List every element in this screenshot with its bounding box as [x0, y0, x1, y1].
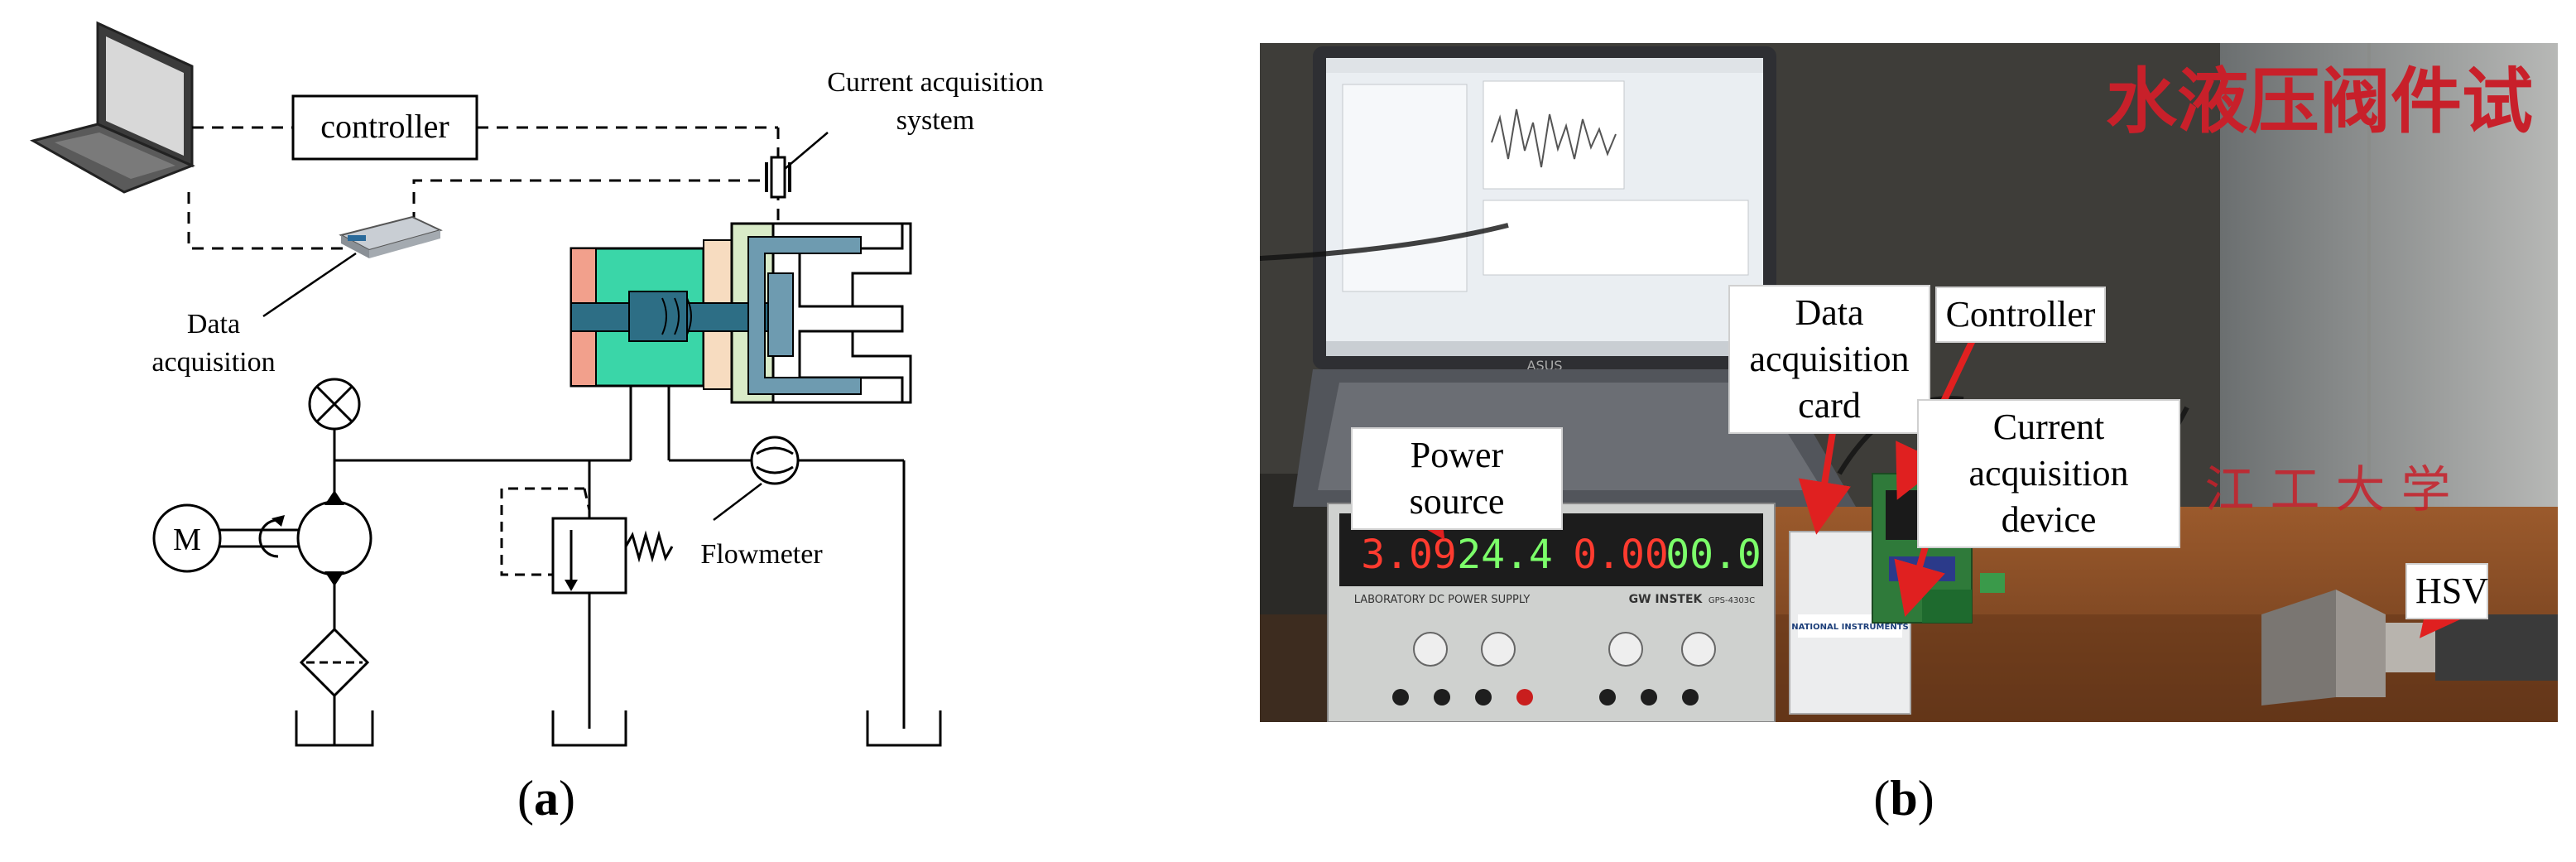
daq-brand: NATIONAL INSTRUMENTS [1791, 623, 1908, 632]
schematic-panel: controller Current acquisition system [0, 0, 1225, 862]
wall-characters: 水液压阀件试 [2106, 60, 2533, 143]
filter-symbol [299, 627, 370, 698]
wall [2220, 43, 2558, 556]
caption-b-letter: b [1890, 771, 1918, 826]
psu-display-3: 0.00 [1573, 532, 1669, 578]
motor-symbol [152, 503, 222, 573]
current-sensor-symbol [765, 132, 829, 199]
hydraulic-lines [333, 386, 906, 745]
callout-data-card-text-1: Data [1795, 292, 1864, 333]
callout-current-device-text-1: Current acquisition [1968, 407, 2129, 494]
callout-hsv: HSV [2405, 563, 2488, 619]
controller-box [291, 94, 478, 161]
psu-model: GPS-4303C [1709, 596, 1755, 605]
caption-a: (a) [517, 771, 575, 826]
caption-b: (b) [1873, 771, 1934, 826]
laptop-photo: ASUS [1293, 46, 1856, 507]
power-supply-photo: 3.09 24.4 0.00 00.0 LABORATORY DC POWER … [1327, 503, 1776, 722]
daq-device-icon [339, 215, 443, 258]
hydraulic-schematic: controller Current acquisition system [30, 21, 1044, 747]
flowmeter-symbol [713, 436, 800, 521]
psu-display-2: 24.4 [1457, 532, 1553, 578]
callout-controller: Controller [1935, 287, 2106, 343]
callout-data-card: Data acquisition card [1728, 285, 1930, 434]
laptop-icon [30, 21, 195, 194]
callout-power-source: Power source [1351, 427, 1563, 530]
flowmeter-label: Flowmeter [700, 539, 823, 570]
current-acquisition-label-2: system [896, 105, 974, 136]
relief-valve-symbol [500, 487, 674, 595]
callout-data-card-text-2: acquisition card [1749, 339, 1910, 426]
callout-power-source-text: Power source [1409, 435, 1505, 522]
data-acquisition-label-1: Data [187, 309, 240, 340]
data-acquisition-label-2: acquisition [151, 347, 275, 378]
signal-lines [187, 126, 780, 250]
daq-leader-line [262, 252, 357, 318]
controller-label: controller [320, 108, 449, 145]
psu-display-4: 00.0 [1665, 532, 1761, 578]
callout-controller-text: Controller [1945, 294, 2096, 335]
photo-panel: 水液压阀件试 江 工 大 学 ASUS 3.09 [1242, 0, 2576, 862]
psu-label: LABORATORY DC POWER SUPPLY [1354, 594, 1531, 606]
pressure-gauge-symbol [308, 378, 361, 431]
motor-shaft [215, 528, 298, 548]
current-acquisition-label-1: Current acquisition [827, 67, 1044, 98]
callout-current-device-text-2: device [2001, 499, 2097, 540]
wall-characters-lower: 江 工 大 学 [2204, 461, 2450, 519]
hsv-valve [570, 222, 912, 404]
caption-a-letter: a [534, 771, 559, 826]
motor-label: M [173, 522, 201, 557]
test-bench-photo: 水液压阀件试 江 工 大 学 ASUS 3.09 [1260, 43, 2558, 722]
pump-symbol [258, 490, 372, 586]
callout-hsv-text: HSV [2415, 571, 2489, 611]
tank-symbols [295, 710, 942, 747]
callout-current-device: Current acquisition device [1917, 399, 2180, 548]
psu-brand: GW INSTEK [1629, 593, 1704, 606]
